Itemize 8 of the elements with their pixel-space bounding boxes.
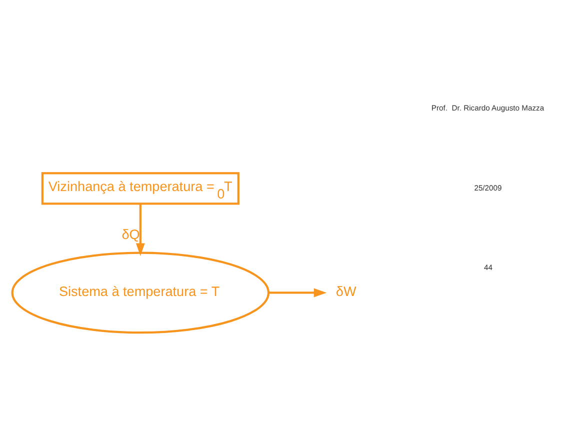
- label: 25/2009: [474, 183, 502, 192]
- arrow: [136, 204, 145, 256]
- arrow: [268, 288, 327, 298]
- node-text: δW: [336, 284, 356, 299]
- edge-label: δQ: [122, 227, 140, 242]
- label: Prof. Dr. Ricardo Augusto Mazza: [431, 104, 544, 113]
- node-ellipse: Sistema à temperatura = T: [11, 252, 270, 334]
- label: 44: [484, 263, 492, 272]
